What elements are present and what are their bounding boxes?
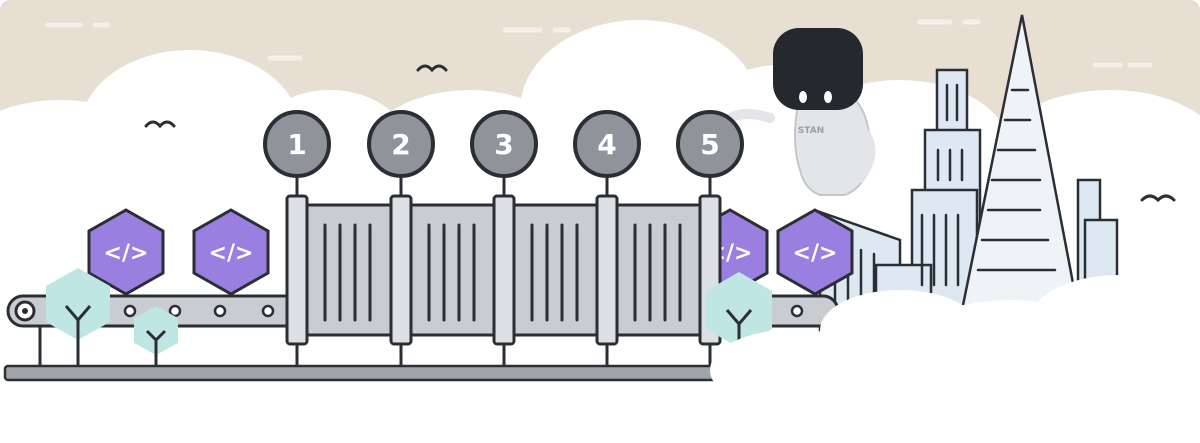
gate-panel <box>304 203 394 337</box>
code-badge-label: </> <box>793 241 838 266</box>
code-badge <box>87 208 165 296</box>
step-label-3: 3 <box>494 128 513 161</box>
bird-icon <box>416 64 448 73</box>
step-circles <box>263 110 744 178</box>
sky-streaks <box>45 19 1153 68</box>
step-post <box>285 194 309 346</box>
code-badge-labels: </> </> </> </> <box>104 241 838 266</box>
gate-panel <box>408 203 498 337</box>
step-label-4: 4 <box>597 128 616 161</box>
foreground-clouds <box>710 275 1200 443</box>
step-label-2: 2 <box>391 128 410 161</box>
bird-icon <box>144 120 176 129</box>
step-stems <box>295 175 712 366</box>
robot-label: STAN <box>798 126 824 136</box>
step-circle-1 <box>263 110 331 178</box>
gate-panel-bars <box>323 223 682 322</box>
robot-mascot: STAN <box>725 28 876 196</box>
code-badge <box>776 208 854 296</box>
step-circle-2 <box>367 110 435 178</box>
bird-icons <box>144 64 1176 203</box>
gate-panel <box>511 203 601 337</box>
trees <box>46 268 772 366</box>
step-circle-4 <box>573 110 641 178</box>
code-badge-label: </> <box>104 241 149 266</box>
step-post <box>492 194 516 346</box>
code-badge-label: </> <box>209 241 254 266</box>
tree-icon <box>46 268 110 340</box>
step-circle-5 <box>676 110 744 178</box>
step-labels: 1 2 3 4 5 <box>287 128 719 161</box>
tree-icon <box>134 306 178 355</box>
step-post <box>595 194 619 346</box>
step-label-1: 1 <box>287 128 306 161</box>
step-label-5: 5 <box>700 128 719 161</box>
step-circle-3 <box>470 110 538 178</box>
code-badge <box>192 208 270 296</box>
bird-icon <box>1140 194 1176 203</box>
step-post <box>389 194 413 346</box>
ground-rail <box>3 364 747 382</box>
gate-panel <box>614 203 704 337</box>
tree-icon <box>706 272 772 348</box>
